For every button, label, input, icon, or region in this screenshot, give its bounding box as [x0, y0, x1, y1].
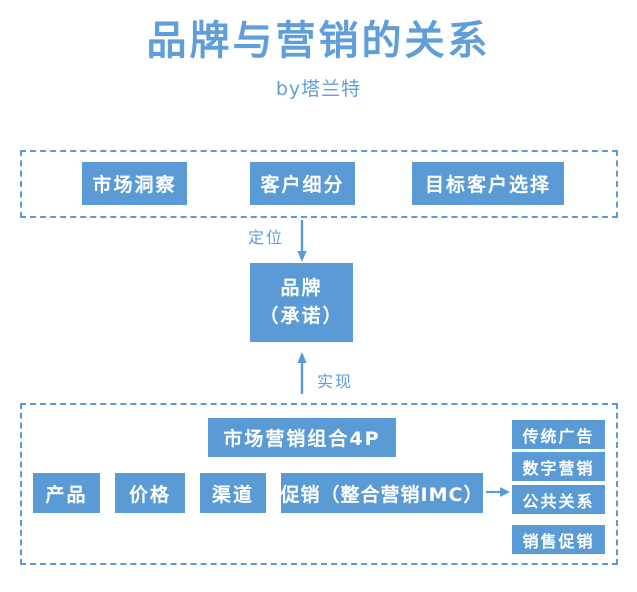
title-area: 品牌与营销的关系 by塔兰特 — [0, 18, 637, 101]
box-marketing-mix-4p-label: 市场营销组合4P — [223, 428, 381, 450]
box-sales-promotion[interactable]: 销售促销 — [512, 525, 605, 554]
box-brand-label-line2: （承诺） — [259, 304, 344, 327]
box-market-insight[interactable]: 市场洞察 — [82, 162, 187, 205]
box-target-customer-selection-label: 目标客户选择 — [424, 174, 551, 196]
arrow-right-icon — [486, 481, 510, 503]
box-price-label: 价格 — [128, 483, 171, 506]
connector-label-realize: 实现 — [317, 372, 354, 391]
marketing-mix-group-container — [20, 403, 618, 565]
box-customer-segmentation-label: 客户细分 — [260, 174, 345, 196]
arrow-down-icon — [295, 220, 309, 262]
segmentation-group-container — [20, 150, 618, 218]
page-subtitle: by塔兰特 — [275, 78, 362, 100]
box-product-label: 产品 — [45, 483, 88, 506]
box-sales-promotion-label: 销售促销 — [522, 531, 595, 551]
box-channel[interactable]: 渠道 — [200, 473, 266, 513]
box-product[interactable]: 产品 — [33, 473, 100, 513]
box-digital-marketing-label: 数字营销 — [522, 458, 595, 478]
box-promotion-imc[interactable]: 促销（整合营销IMC） — [281, 473, 483, 513]
page-title: 品牌与营销的关系 — [146, 18, 491, 64]
connector-label-positioning: 定位 — [248, 228, 285, 247]
box-brand-label-line1: 品牌 — [280, 276, 323, 299]
box-market-insight-label: 市场洞察 — [92, 174, 177, 196]
box-traditional-advertising-label: 传统广告 — [522, 426, 595, 446]
box-channel-label: 渠道 — [211, 483, 254, 506]
box-public-relations[interactable]: 公共关系 — [512, 485, 605, 514]
box-marketing-mix-4p[interactable]: 市场营销组合4P — [208, 418, 396, 457]
box-customer-segmentation[interactable]: 客户细分 — [250, 162, 355, 205]
arrow-up-icon — [295, 352, 309, 394]
box-promotion-imc-label: 促销（整合营销IMC） — [280, 483, 484, 506]
box-digital-marketing[interactable]: 数字营销 — [512, 452, 605, 481]
box-traditional-advertising[interactable]: 传统广告 — [512, 420, 605, 449]
box-price[interactable]: 价格 — [115, 473, 185, 513]
box-target-customer-selection[interactable]: 目标客户选择 — [412, 162, 564, 205]
box-brand[interactable]: 品牌 （承诺） — [250, 263, 353, 342]
box-public-relations-label: 公共关系 — [522, 491, 595, 511]
